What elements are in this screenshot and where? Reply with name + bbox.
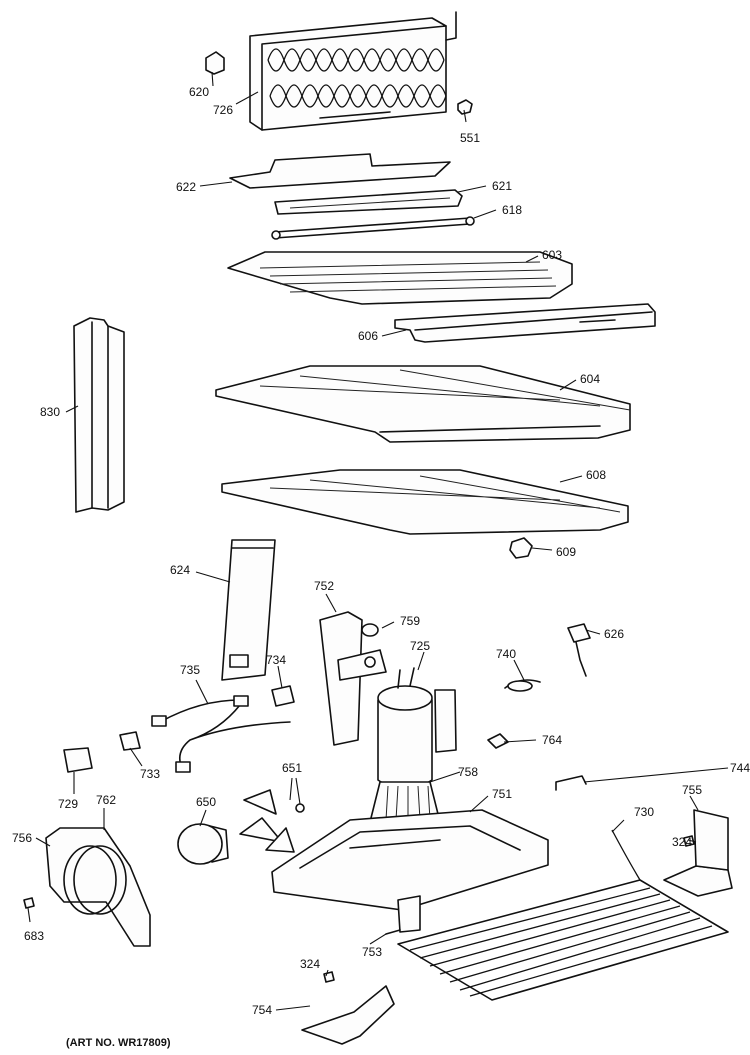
mount-758 [369, 781, 441, 823]
callout-651: 651 [282, 761, 302, 775]
callout-609: 609 [556, 545, 576, 559]
callout-758: 758 [458, 765, 478, 779]
screw-324-upper [683, 835, 695, 847]
callout-751: 751 [492, 787, 512, 801]
callout-754: 754 [252, 1003, 272, 1017]
callout-620: 620 [189, 85, 209, 99]
clip-609 [509, 537, 533, 559]
drawer-front-606 [394, 303, 656, 343]
clip-753 [385, 929, 401, 935]
callout-650: 650 [196, 795, 216, 809]
callout-324-upper: 324 [672, 835, 692, 849]
callout-626: 626 [604, 627, 624, 641]
capacitor-734 [271, 685, 295, 707]
callout-740: 740 [496, 647, 516, 661]
compressor-725 [377, 667, 457, 790]
callout-729: 729 [58, 797, 78, 811]
callout-624: 624 [170, 563, 190, 577]
thermostat-626 [567, 623, 591, 677]
fan-motor-650 [177, 823, 229, 865]
screw-620 [205, 51, 225, 75]
fan-shroud-756 [45, 827, 151, 947]
channel-830 [73, 317, 125, 513]
callout-683: 683 [24, 929, 44, 943]
drip-pan-604 [215, 365, 631, 443]
condenser-730 [397, 829, 729, 1001]
callout-608: 608 [586, 468, 606, 482]
callout-753: 753 [362, 945, 382, 959]
callout-324-lower: 324 [300, 957, 320, 971]
callout-621: 621 [492, 179, 512, 193]
callout-755: 755 [682, 783, 702, 797]
callout-764: 764 [542, 733, 562, 747]
wiring-harness-735 [151, 695, 291, 773]
screw-683 [23, 897, 35, 909]
leader-lines [27, 71, 729, 1011]
shelf-603 [227, 251, 573, 305]
bracket-754 [301, 985, 395, 1045]
callout-735: 735 [180, 663, 200, 677]
screw-551 [457, 99, 473, 115]
bracket-755 [663, 809, 733, 897]
callout-733: 733 [140, 767, 160, 781]
clamp-744 [555, 775, 587, 791]
screw-324-lower [323, 971, 335, 983]
rail-618 [271, 216, 475, 240]
evaporator-coil-726 [249, 11, 457, 131]
callout-730: 730 [634, 805, 654, 819]
callout-762: 762 [96, 793, 116, 807]
relay-740 [504, 679, 541, 692]
callouts: 620 726 551 622 621 618 603 606 830 604 … [12, 85, 750, 1017]
callout-756: 756 [12, 831, 32, 845]
fan-blade-651 [239, 789, 305, 853]
callout-603: 603 [542, 248, 562, 262]
callout-744: 744 [730, 761, 750, 775]
callout-752: 752 [314, 579, 334, 593]
rail-621 [274, 189, 463, 215]
callout-618: 618 [502, 203, 522, 217]
callout-734: 734 [266, 653, 286, 667]
duct-624 [221, 539, 276, 681]
clip-764 [487, 733, 509, 749]
art-number: (ART NO. WR17809) [66, 1037, 171, 1049]
cover-plate-622 [229, 153, 451, 189]
callout-759: 759 [400, 614, 420, 628]
callout-604: 604 [580, 372, 600, 386]
callout-830: 830 [40, 405, 60, 419]
callout-725: 725 [410, 639, 430, 653]
block-729 [63, 747, 93, 773]
callout-551: 551 [460, 131, 480, 145]
base-751 [271, 809, 549, 933]
grommet-759 [361, 623, 379, 637]
drip-pan-608 [221, 469, 629, 535]
bracket-752 [319, 611, 387, 746]
callout-606: 606 [358, 329, 378, 343]
connector-733 [119, 731, 141, 751]
callout-726: 726 [213, 103, 233, 117]
callout-622: 622 [176, 180, 196, 194]
